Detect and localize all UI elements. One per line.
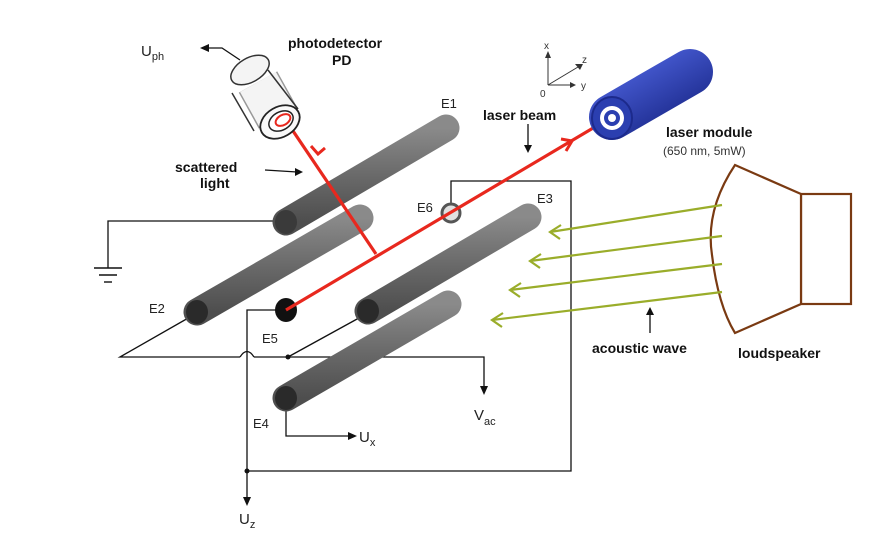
electrode-e3: [354, 203, 542, 325]
scattered-label: scattered: [175, 159, 237, 175]
laser-module: [589, 49, 713, 140]
pd-label: PD: [332, 52, 351, 68]
uz-arrow-icon: [243, 497, 251, 506]
e4-label: E4: [253, 416, 269, 431]
uz-label: Uz: [239, 511, 255, 531]
coordinate-axes: x z y 0: [540, 41, 587, 100]
laser-beam-pointer-icon: [524, 145, 532, 153]
uph-arrow-icon: [200, 44, 209, 52]
light-label: light: [200, 175, 230, 191]
acoustic-wave-label: acoustic wave: [592, 340, 687, 356]
laser-beam-label: laser beam: [483, 107, 556, 123]
e5-label: E5: [262, 331, 278, 346]
e2-wire: [117, 312, 240, 358]
e6-label: E6: [417, 200, 433, 215]
acoustic-waves: [490, 203, 723, 328]
photodetector-label: photodetector: [288, 35, 383, 51]
e2-label: E2: [149, 301, 165, 316]
ground-icon: [94, 267, 122, 283]
acoustic-pointer-icon: [646, 307, 654, 315]
vac-arrow-icon: [480, 386, 488, 395]
scatter-arrow-icon: [309, 145, 326, 157]
electrode-e2: [183, 204, 374, 326]
photodetector: [230, 54, 301, 140]
junction-dot: [285, 354, 291, 360]
vac-label: Vac: [474, 407, 496, 428]
ground-wire: [107, 220, 286, 268]
scattered-beam: [287, 124, 378, 255]
electrode-e4: [272, 290, 462, 412]
loudspeaker: [709, 163, 853, 335]
electrode-e1: [272, 114, 460, 236]
beam-arrow-icon: [560, 137, 575, 152]
e5-wire: [246, 309, 286, 499]
scattered-pointer-icon: [295, 168, 303, 176]
axis-x-label: x: [544, 41, 549, 52]
axis-z-label: z: [582, 55, 587, 66]
laser-spec-label: (650 nm, 5mW): [663, 144, 746, 158]
loudspeaker-label: loudspeaker: [738, 345, 821, 361]
axis-origin-label: 0: [540, 89, 546, 100]
e3-label: E3: [537, 191, 553, 206]
electrodes: [183, 114, 542, 412]
junction-dot-bottom: [244, 468, 250, 474]
laser-beam: [285, 116, 611, 312]
uph-wire: [207, 47, 241, 61]
ux-arrow-icon: [348, 432, 357, 440]
ux-label: Ux: [359, 429, 376, 449]
label-pointers: [264, 124, 654, 333]
laser-module-label: laser module: [666, 124, 753, 140]
axis-y-label: y: [581, 81, 586, 92]
e3-link-wire: [287, 312, 369, 358]
uph-label: Uph: [141, 43, 164, 63]
e6-loop-wire: [247, 180, 572, 472]
e1-label: E1: [441, 96, 457, 111]
